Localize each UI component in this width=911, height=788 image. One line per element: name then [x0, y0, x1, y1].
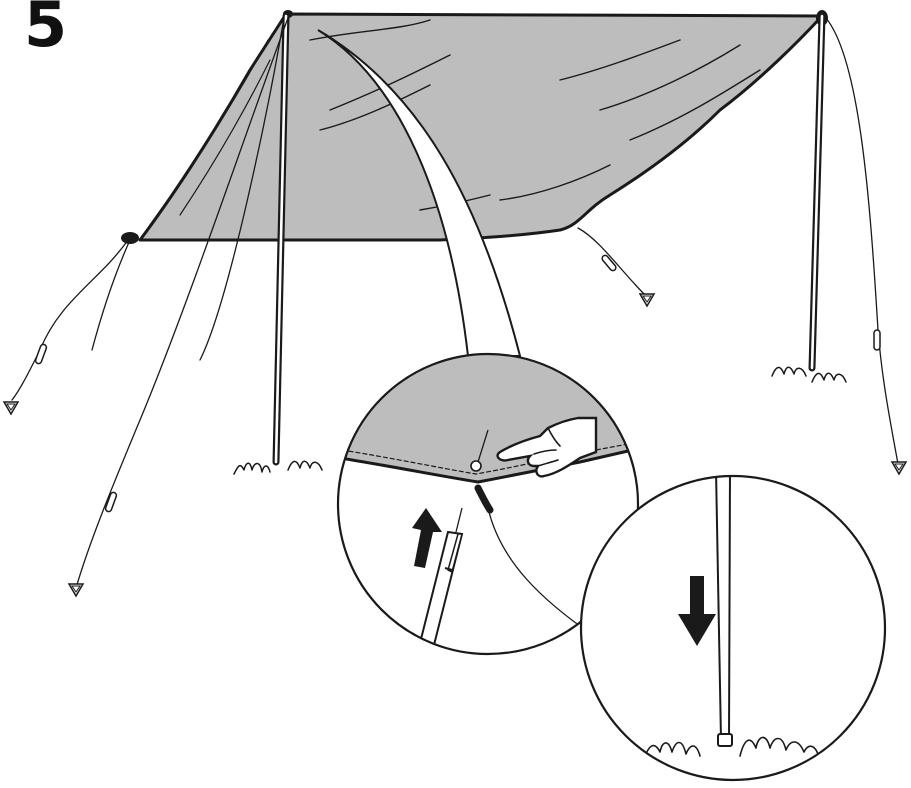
pole-right — [812, 16, 822, 368]
tarp-fabric — [140, 14, 822, 240]
tarp — [121, 10, 828, 244]
